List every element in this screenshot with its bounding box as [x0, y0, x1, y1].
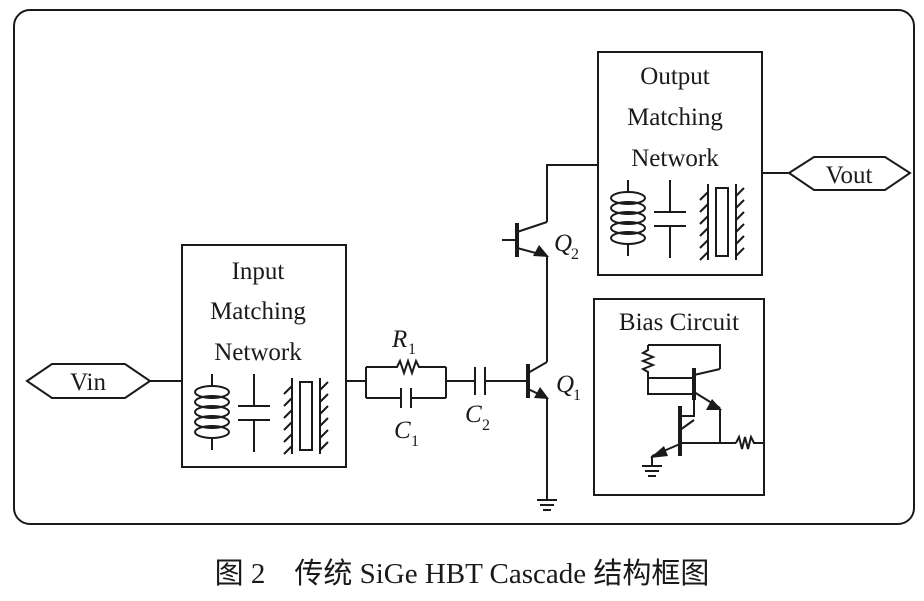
q2-subscript: 2	[571, 246, 579, 263]
input-matching-network: Input Matching Network	[181, 244, 347, 468]
figure-caption: 图 2 传统 SiGe HBT Cascade 结构框图	[215, 557, 710, 590]
r1-label: R	[391, 326, 407, 353]
input-network-line1: Input	[232, 258, 285, 285]
q2-label: Q	[554, 230, 572, 257]
input-network-line3: Network	[214, 339, 302, 366]
input-network-line2: Matching	[210, 298, 306, 325]
c1-subscript: 1	[411, 433, 419, 450]
output-network-line3: Network	[631, 145, 719, 172]
outer-frame	[13, 9, 915, 525]
vin-port: Vin	[25, 363, 152, 399]
capacitor-symbol	[238, 374, 270, 452]
vout-port: Vout	[787, 156, 912, 191]
inductor-symbol	[194, 374, 230, 450]
capacitor-c1: C 1	[366, 388, 446, 450]
c2-label: C	[465, 401, 482, 428]
c1-label: C	[394, 417, 411, 444]
bias-circuit: Bias Circuit	[593, 298, 765, 496]
q1-subscript: 1	[573, 387, 581, 404]
vout-label: Vout	[826, 162, 873, 189]
transmission-line-symbol	[699, 184, 745, 261]
transistor-q1: Q 1	[515, 361, 581, 404]
output-matching-network: Output Matching Network	[597, 51, 763, 276]
resistor-r1: R 1	[366, 326, 446, 377]
vin-label: Vin	[70, 369, 106, 396]
capacitor-c2: C 2	[446, 367, 515, 434]
ground-symbol	[537, 499, 557, 511]
q1-label: Q	[556, 371, 574, 398]
r1-subscript: 1	[408, 341, 416, 358]
capacitor-symbol	[654, 180, 686, 258]
output-network-line1: Output	[640, 63, 710, 90]
transistor-q2: Q 2	[502, 221, 579, 263]
inductor-symbol	[610, 180, 646, 256]
bias-circuit-title: Bias Circuit	[619, 309, 739, 336]
output-network-line2: Matching	[627, 104, 723, 131]
c2-subscript: 2	[482, 417, 490, 434]
transmission-line-symbol	[283, 378, 329, 455]
